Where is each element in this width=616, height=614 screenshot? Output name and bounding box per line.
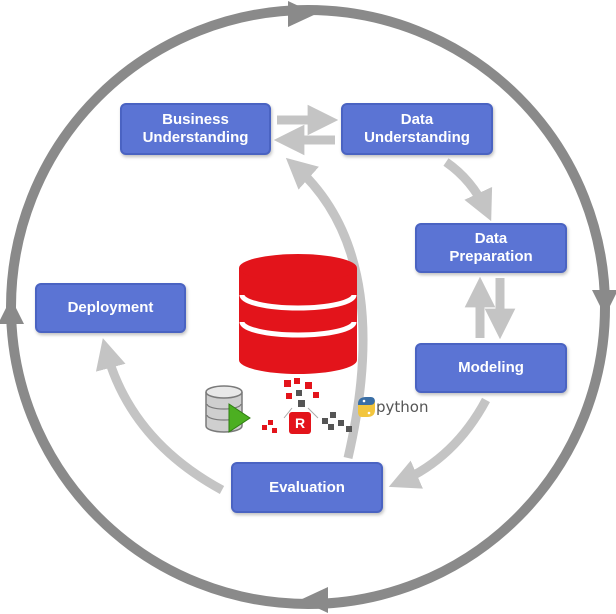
- arrow-eval-to-deploy: [95, 338, 225, 494]
- arrow-du-to-prep: [443, 158, 493, 222]
- data-preparation-box: Data Preparation: [415, 223, 567, 273]
- arrow-model-to-eval: [388, 397, 490, 489]
- data-understanding-box: Data Understanding: [341, 103, 493, 155]
- arrow-eval-to-bu: [285, 157, 368, 460]
- sql-server-icon: [205, 385, 251, 433]
- evaluation-box: Evaluation: [231, 462, 383, 513]
- python-logo-icon: [358, 397, 375, 417]
- cycle-arrow-icon: [288, 1, 316, 27]
- cycle-arrow-icon: [592, 290, 616, 316]
- r-logo-icon: [289, 412, 311, 434]
- modeling-box: Modeling: [415, 343, 567, 393]
- r-logo-label: R: [294, 415, 306, 431]
- deployment-box: Deployment: [35, 283, 186, 333]
- cycle-arrow-icon: [300, 587, 328, 613]
- database-icon: [239, 254, 357, 374]
- flow-arrows: [95, 104, 516, 494]
- cycle-arrow-icon: [0, 298, 24, 324]
- data-dots: [262, 378, 352, 433]
- business-understanding-box: Business Understanding: [120, 103, 271, 155]
- python-logo-label: python: [376, 398, 429, 416]
